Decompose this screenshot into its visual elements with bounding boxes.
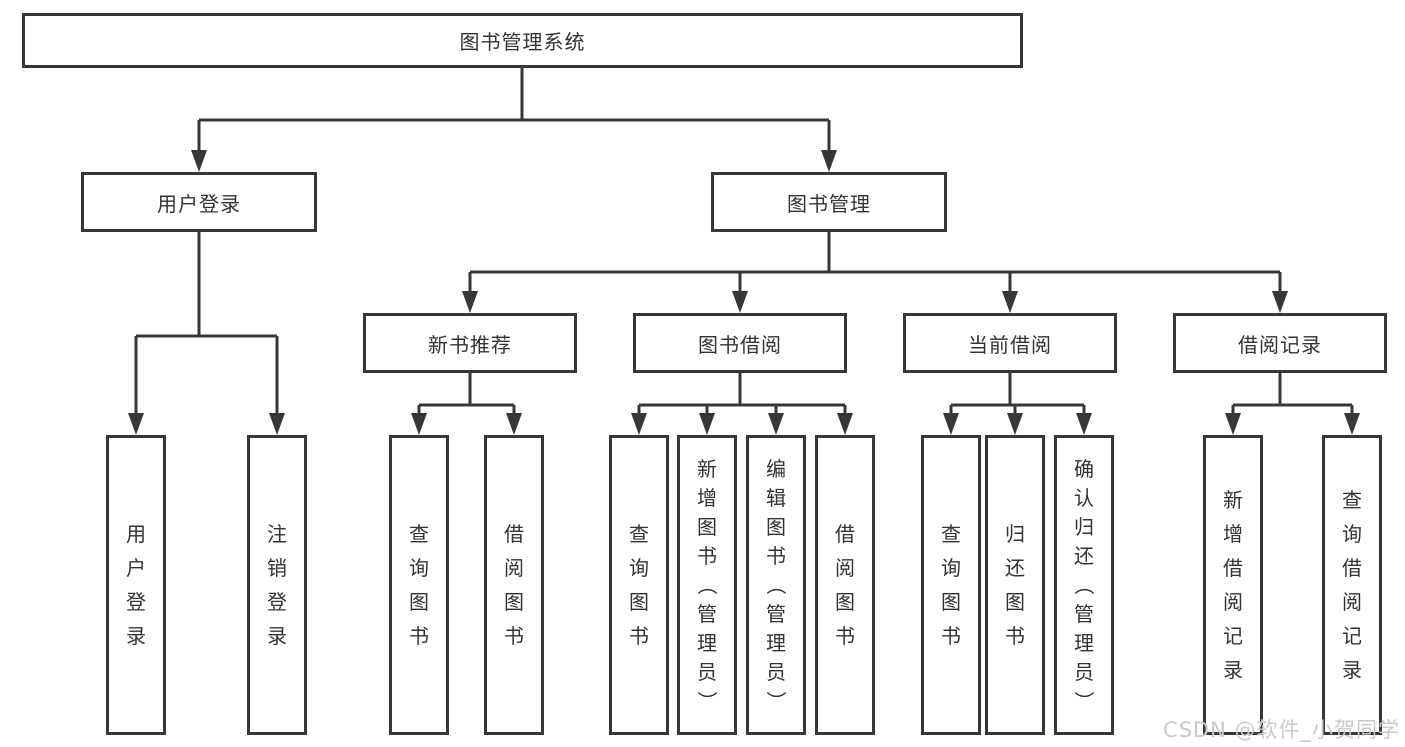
arrowhead-down — [1076, 413, 1092, 435]
node-label: 查询借阅记录 — [1342, 488, 1362, 682]
connector-borrow-records-to-leaves — [1225, 373, 1360, 435]
connector-new-book-recommend-to-leaves — [411, 373, 522, 435]
leaf-add-borrow-record: 新增借阅记录 — [1203, 435, 1263, 735]
node-label: 图书管理 — [787, 191, 871, 216]
arrowhead-down — [1225, 413, 1241, 435]
csdn-watermark: CSDN @软件_小贺同学 — [1162, 718, 1400, 742]
node-label: 借阅图书 — [835, 522, 855, 648]
node-label: 查询图书 — [941, 522, 961, 648]
leaf-user-login: 用户登录 — [106, 435, 166, 735]
node-label: 确认归还（管理员） — [1072, 457, 1096, 711]
leaf-query-books: 查询图书 — [609, 435, 669, 735]
node-label: 用户登录 — [157, 191, 241, 216]
connector-book-management-to-level3 — [462, 232, 1288, 313]
connector-current-borrow-to-leaves — [943, 373, 1092, 435]
leaf-query-books: 查询图书 — [389, 435, 449, 735]
node-user-login: 用户登录 — [81, 172, 317, 232]
arrowhead-down — [943, 413, 959, 435]
leaf-borrow-books: 借阅图书 — [815, 435, 875, 735]
node-label: 注销登录 — [267, 522, 287, 648]
connector-book-borrow-to-leaves — [631, 373, 853, 435]
node-label: 归还图书 — [1005, 522, 1025, 648]
connector-root-to-level2 — [191, 68, 837, 172]
node-label: 用户登录 — [126, 522, 146, 648]
leaf-borrow-books: 借阅图书 — [484, 435, 544, 735]
arrowhead-down — [506, 413, 522, 435]
arrowhead-down — [1344, 413, 1360, 435]
arrowhead-down — [732, 291, 748, 313]
arrowhead-down — [1272, 291, 1288, 313]
node-label: 查询图书 — [409, 522, 429, 648]
node-label: 查询图书 — [629, 522, 649, 648]
node-borrow-records: 借阅记录 — [1173, 313, 1387, 373]
arrowhead-down — [128, 413, 144, 435]
arrowhead-down — [837, 413, 853, 435]
connector-user-login-to-leaves — [128, 232, 285, 435]
arrowhead-down — [1007, 413, 1023, 435]
node-label: 新书推荐 — [428, 332, 512, 357]
arrowhead-down — [269, 413, 285, 435]
node-label: 新增借阅记录 — [1223, 488, 1243, 682]
leaf-confirm-return-admin: 确认归还（管理员） — [1054, 435, 1114, 735]
arrowhead-down — [1002, 291, 1018, 313]
node-book-management-system: 图书管理系统 — [22, 13, 1023, 68]
node-label: 新增图书（管理员） — [695, 457, 719, 711]
arrowhead-down — [462, 291, 478, 313]
leaf-add-books-admin: 新增图书（管理员） — [677, 435, 737, 735]
leaf-query-books: 查询图书 — [921, 435, 981, 735]
node-book-management: 图书管理 — [711, 172, 947, 232]
node-label: 借阅图书 — [504, 522, 524, 648]
arrowhead-down — [699, 413, 715, 435]
node-new-book-recommend: 新书推荐 — [363, 313, 577, 373]
node-current-borrow: 当前借阅 — [903, 313, 1117, 373]
leaf-return-books: 归还图书 — [985, 435, 1045, 735]
node-label: 当前借阅 — [968, 332, 1052, 357]
node-label: 编辑图书（管理员） — [764, 457, 788, 711]
arrowhead-down — [631, 413, 647, 435]
leaf-query-borrow-record: 查询借阅记录 — [1322, 435, 1382, 735]
arrowhead-down — [821, 150, 837, 172]
arrowhead-down — [768, 413, 784, 435]
leaf-edit-books-admin: 编辑图书（管理员） — [746, 435, 806, 735]
leaf-logout: 注销登录 — [247, 435, 307, 735]
node-label: 图书借阅 — [698, 332, 782, 357]
arrowhead-down — [191, 150, 207, 172]
node-book-borrow: 图书借阅 — [633, 313, 847, 373]
arrowhead-down — [411, 413, 427, 435]
node-label: 图书管理系统 — [459, 30, 586, 54]
node-label: 借阅记录 — [1238, 332, 1322, 357]
